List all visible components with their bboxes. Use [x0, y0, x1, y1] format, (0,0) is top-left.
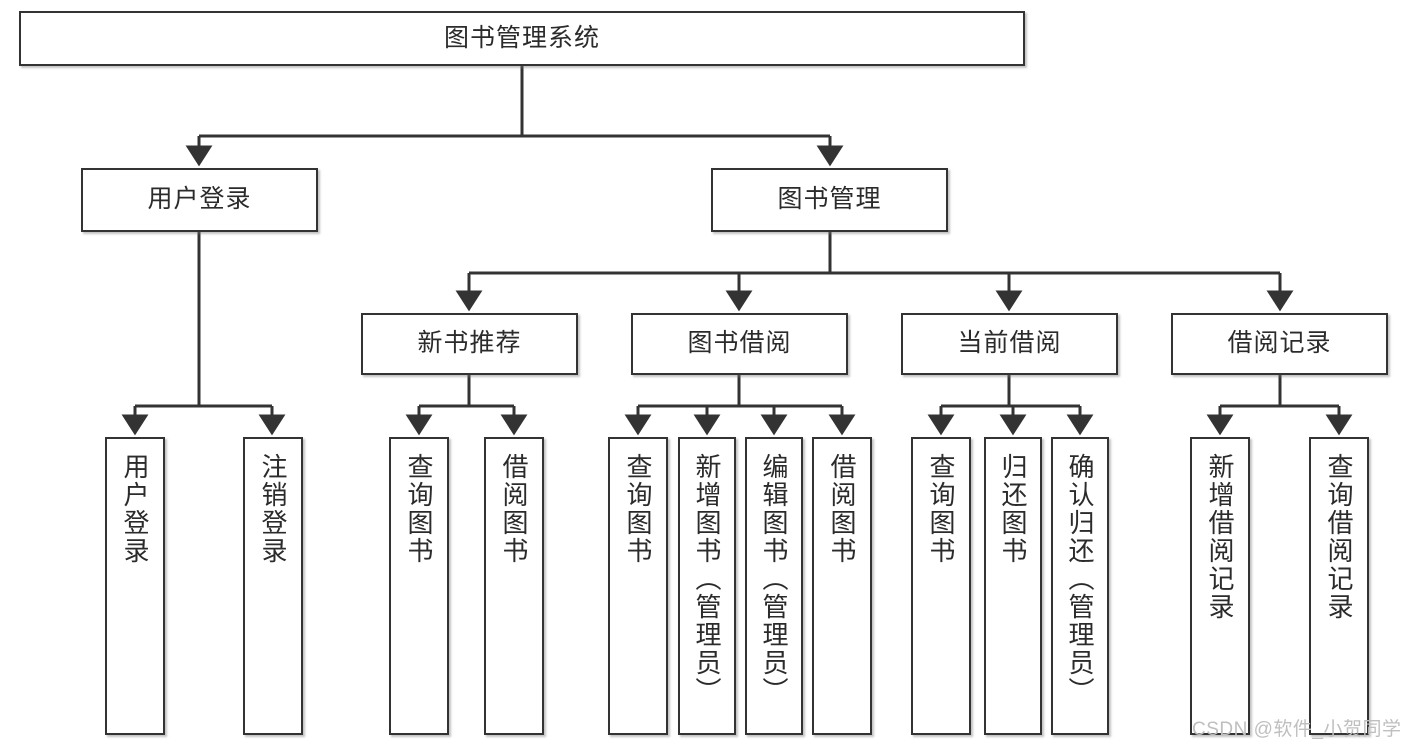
node-label: 确认归还（管理员） [1065, 453, 1095, 705]
node-leaf-query-borrow-record[interactable]: 查询借阅记录 [1309, 437, 1369, 735]
node-new-book-recommend[interactable]: 新书推荐 [361, 313, 578, 375]
node-borrow-record[interactable]: 借阅记录 [1171, 313, 1388, 375]
node-leaf-query-book-current[interactable]: 查询图书 [911, 437, 971, 735]
node-leaf-borrow-book[interactable]: 借阅图书 [812, 437, 872, 735]
node-label: 图书管理 [777, 185, 882, 214]
node-label: 查询图书 [623, 453, 653, 565]
node-leaf-query-book-borrow[interactable]: 查询图书 [608, 437, 668, 735]
node-leaf-query-book-new[interactable]: 查询图书 [389, 437, 449, 735]
node-label: 新书推荐 [417, 329, 522, 358]
node-label: 借阅图书 [827, 453, 857, 565]
node-root-system[interactable]: 图书管理系统 [19, 11, 1025, 66]
node-leaf-add-borrow-record[interactable]: 新增借阅记录 [1190, 437, 1250, 735]
node-leaf-return-book[interactable]: 归还图书 [984, 437, 1042, 735]
node-label: 查询借阅记录 [1324, 453, 1354, 621]
node-book-borrow[interactable]: 图书借阅 [631, 313, 848, 375]
node-leaf-logout-login[interactable]: 注销登录 [243, 437, 303, 735]
node-leaf-edit-book-admin[interactable]: 编辑图书（管理员） [745, 437, 803, 735]
node-label: 新增借阅记录 [1205, 453, 1235, 621]
node-label: 注销登录 [258, 453, 288, 565]
node-label: 归还图书 [998, 453, 1028, 565]
node-label: 新增图书（管理员） [692, 453, 722, 705]
node-label: 查询图书 [926, 453, 956, 565]
node-label: 查询图书 [404, 453, 434, 565]
node-label: 编辑图书（管理员） [759, 453, 789, 705]
node-leaf-user-login[interactable]: 用户登录 [105, 437, 165, 735]
node-book-management[interactable]: 图书管理 [711, 168, 948, 232]
node-label: 用户登录 [120, 453, 150, 565]
node-label: 用户登录 [147, 185, 252, 214]
node-label: 当前借阅 [957, 329, 1062, 358]
node-label: 图书管理系统 [443, 23, 600, 52]
node-label: 借阅图书 [499, 453, 529, 565]
node-label: 借阅记录 [1227, 329, 1332, 358]
node-current-borrow[interactable]: 当前借阅 [901, 313, 1118, 375]
node-leaf-confirm-return-admin[interactable]: 确认归还（管理员） [1051, 437, 1109, 735]
node-label: 图书借阅 [687, 329, 792, 358]
node-leaf-borrow-book-new[interactable]: 借阅图书 [484, 437, 544, 735]
node-user-login[interactable]: 用户登录 [81, 168, 318, 232]
node-leaf-add-book-admin[interactable]: 新增图书（管理员） [678, 437, 736, 735]
